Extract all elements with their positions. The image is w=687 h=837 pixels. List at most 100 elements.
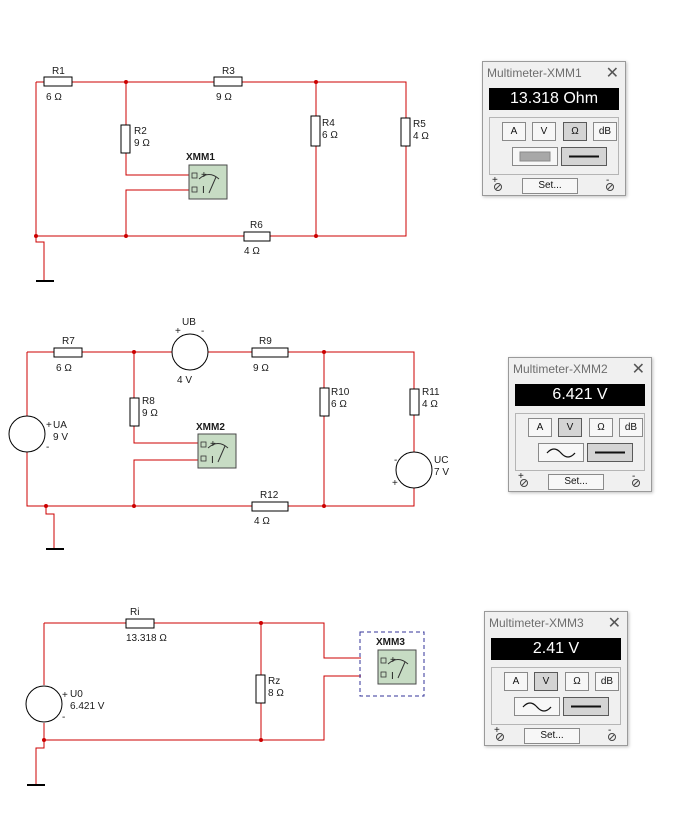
svg-text:+: + <box>62 690 68 701</box>
svg-text:R4: R4 <box>322 118 335 129</box>
svg-text:+: + <box>46 420 52 431</box>
dc-mode-button[interactable] <box>587 443 633 462</box>
svg-text:R3: R3 <box>222 66 235 77</box>
svg-text:R9: R9 <box>259 336 272 347</box>
voltage-source-U0[interactable]: + - U0 6.421 V <box>25 685 105 723</box>
svg-text:7 V: 7 V <box>434 467 449 478</box>
svg-text:4 Ω: 4 Ω <box>254 516 270 527</box>
multimeter-title: Multimeter-XMM1 <box>487 66 582 80</box>
circuit-1 <box>35 81 407 280</box>
circuit-3 <box>35 622 361 784</box>
ohmmeter-button[interactable]: Ω <box>565 672 589 691</box>
close-icon[interactable]: ✕ <box>605 65 619 82</box>
svg-text:I: I <box>211 455 214 466</box>
circuit-2-junctions <box>44 350 326 508</box>
svg-text:6.421 V: 6.421 V <box>70 701 105 712</box>
ohmmeter-button[interactable]: Ω <box>589 418 613 437</box>
multimeter-XMM1-symbol[interactable]: + I XMM1 <box>186 152 228 200</box>
resistor-R12[interactable]: R12 4 Ω <box>251 490 289 527</box>
set-button[interactable]: Set... <box>548 474 604 490</box>
ohmmeter-button[interactable]: Ω <box>563 122 587 141</box>
resistor-Ri[interactable]: Ri 13.318 Ω <box>125 607 167 644</box>
terminal-icon: + <box>518 471 528 487</box>
ammeter-button[interactable]: A <box>502 122 526 141</box>
circuit-3-junctions <box>42 621 263 742</box>
resistor-R11[interactable]: R11 4 Ω <box>409 387 440 416</box>
multimeter-XMM2-symbol[interactable]: + I XMM2 <box>196 422 237 469</box>
multimeter-xmm2-panel[interactable]: Multimeter-XMM2 ✕ 6.421 V A V Ω dB + Set… <box>508 357 652 492</box>
resistor-R9[interactable]: R9 9 Ω <box>251 336 289 374</box>
decibel-button[interactable]: dB <box>595 672 619 691</box>
resistor-R8[interactable]: R8 9 Ω <box>129 396 158 427</box>
multimeter-reading: 6.421 V <box>515 384 645 406</box>
dc-mode-button[interactable] <box>561 147 607 166</box>
resistor-R3[interactable]: R3 9 Ω <box>213 66 243 103</box>
svg-text:4 Ω: 4 Ω <box>422 399 438 410</box>
svg-text:R12: R12 <box>260 490 279 501</box>
svg-text:-: - <box>608 726 611 736</box>
multimeter-xmm1-panel[interactable]: Multimeter-XMM1 ✕ 13.318 Ohm A V Ω dB + … <box>482 61 626 196</box>
svg-text:4 V: 4 V <box>177 375 192 386</box>
svg-text:-: - <box>201 326 204 337</box>
decibel-button[interactable]: dB <box>593 122 617 141</box>
resistor-R6[interactable]: R6 4 Ω <box>243 220 271 257</box>
svg-text:R6: R6 <box>250 220 263 231</box>
svg-text:+: + <box>494 726 500 736</box>
ac-mode-button[interactable] <box>514 697 560 716</box>
terminal-icon: + <box>494 725 504 741</box>
resistor-R5[interactable]: R5 4 Ω <box>400 117 429 147</box>
positive-terminal[interactable]: + <box>493 725 507 742</box>
resistor-R4[interactable]: R4 6 Ω <box>310 115 338 147</box>
terminal-icon: - <box>632 471 640 487</box>
resistor-Rz[interactable]: Rz 8 Ω <box>255 674 284 704</box>
set-button[interactable]: Set... <box>524 728 580 744</box>
positive-terminal[interactable]: + <box>517 471 531 488</box>
resistor-R10[interactable]: R10 6 Ω <box>319 387 350 417</box>
svg-text:+: + <box>518 472 524 482</box>
voltage-source-UC[interactable]: - + UC 7 V <box>392 451 449 489</box>
positive-terminal[interactable]: + <box>491 175 505 192</box>
ammeter-button[interactable]: A <box>504 672 528 691</box>
svg-text:6 Ω: 6 Ω <box>56 363 72 374</box>
svg-text:+: + <box>201 170 207 181</box>
voltage-source-UA[interactable]: + - UA 9 V <box>8 415 68 453</box>
set-button[interactable]: Set... <box>522 178 578 194</box>
multimeter-XMM3-symbol[interactable]: + I XMM3 <box>359 631 425 697</box>
svg-text:6 Ω: 6 Ω <box>322 130 338 141</box>
svg-text:-: - <box>606 176 609 186</box>
negative-terminal[interactable]: - <box>629 471 643 488</box>
voltmeter-button[interactable]: V <box>532 122 556 141</box>
svg-text:6 Ω: 6 Ω <box>331 399 347 410</box>
close-icon[interactable]: ✕ <box>631 361 645 378</box>
svg-text:4 Ω: 4 Ω <box>244 246 260 257</box>
svg-text:I: I <box>202 185 205 196</box>
ac-mode-button[interactable] <box>512 147 558 166</box>
svg-text:UB: UB <box>182 317 196 328</box>
multimeter-reading: 2.41 V <box>491 638 621 660</box>
multimeter-xmm3-panel[interactable]: Multimeter-XMM3 ✕ 2.41 V A V Ω dB + Set.… <box>484 611 628 746</box>
dc-line-icon <box>595 451 625 454</box>
svg-text:XMM3: XMM3 <box>376 637 405 648</box>
ammeter-button[interactable]: A <box>528 418 552 437</box>
svg-text:9 Ω: 9 Ω <box>216 92 232 103</box>
svg-text:+: + <box>210 439 216 450</box>
svg-text:9 Ω: 9 Ω <box>142 408 158 419</box>
ac-mode-button[interactable] <box>538 443 584 462</box>
negative-terminal[interactable]: - <box>603 175 617 192</box>
voltmeter-button[interactable]: V <box>534 672 558 691</box>
dc-mode-button[interactable] <box>563 697 609 716</box>
svg-text:R5: R5 <box>413 119 426 130</box>
voltage-source-UB[interactable]: + - UB 4 V <box>171 317 209 386</box>
voltmeter-button[interactable]: V <box>558 418 582 437</box>
resistor-R1[interactable]: R1 6 Ω <box>43 66 73 103</box>
negative-terminal[interactable]: - <box>605 725 619 742</box>
svg-text:XMM2: XMM2 <box>196 422 225 433</box>
resistor-R2[interactable]: R2 9 Ω <box>120 124 150 154</box>
decibel-button[interactable]: dB <box>619 418 643 437</box>
close-icon[interactable]: ✕ <box>607 615 621 632</box>
resistor-R7[interactable]: R7 6 Ω <box>53 336 83 374</box>
selection-box <box>359 631 425 697</box>
ac-wave-icon <box>522 702 552 712</box>
ac-wave-icon <box>546 448 576 458</box>
